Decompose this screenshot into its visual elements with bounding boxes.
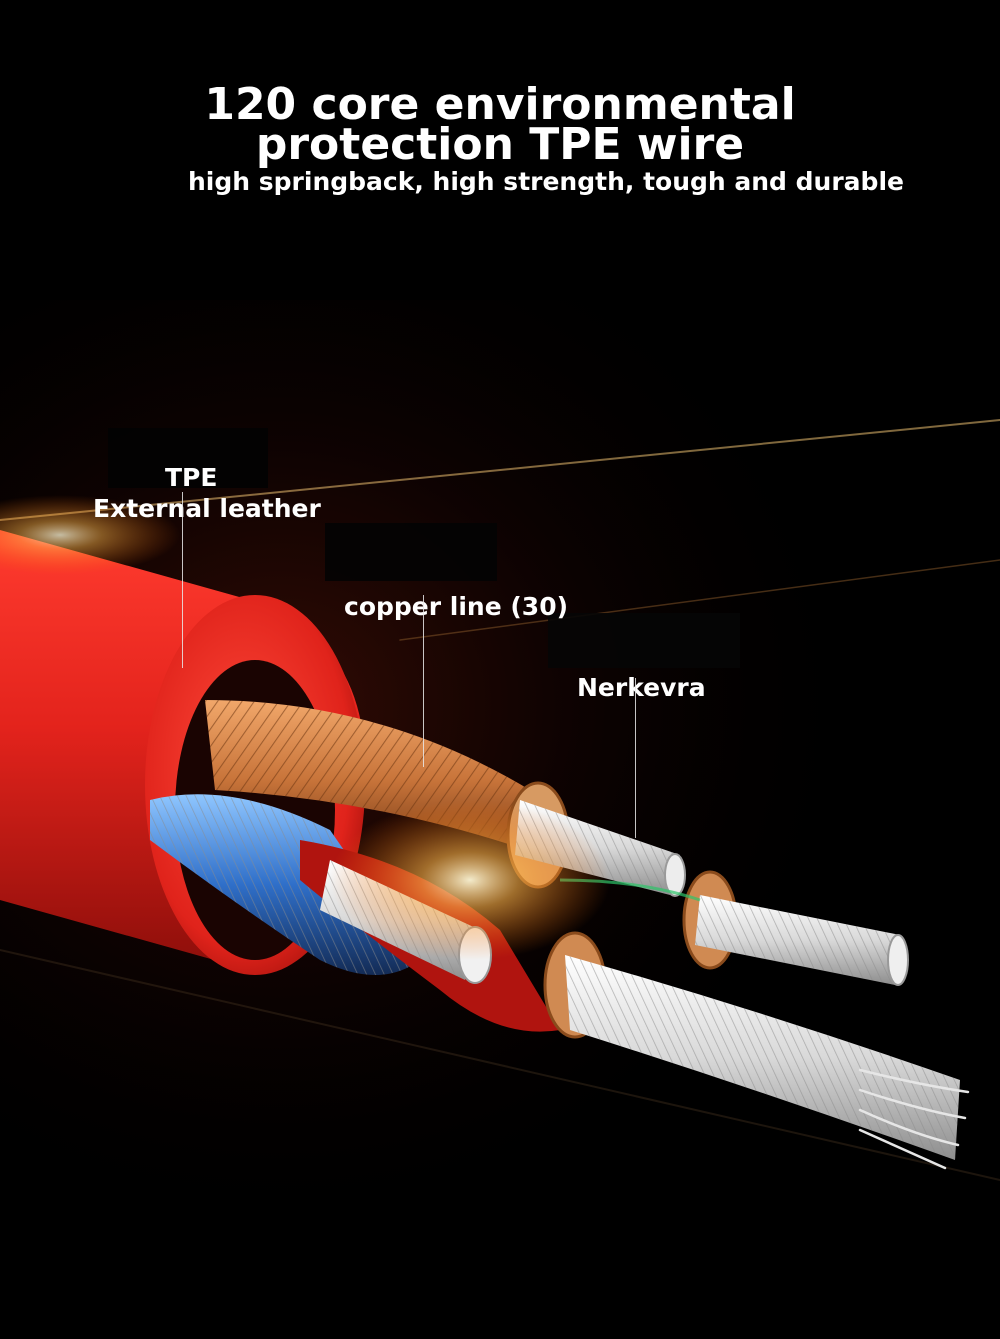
label-backdrop [108, 428, 268, 488]
label-backdrop [548, 613, 740, 668]
leader-line-copper [423, 595, 424, 767]
label-nerkevra: Nerkevra [577, 673, 706, 702]
label-tpe: TPE [165, 463, 218, 492]
label-backdrop [325, 523, 497, 581]
label-external-leather: External leather [93, 494, 321, 523]
leader-line-tpe [182, 492, 183, 668]
label-copper-line: copper line (30) [344, 592, 569, 621]
leader-line-nerkevra [635, 678, 636, 838]
headline-line-2: protection TPE wire [255, 119, 745, 170]
subtitle: high springback, high strength, tough an… [188, 167, 904, 196]
headline-line-1: 120 core environmental [204, 79, 796, 130]
